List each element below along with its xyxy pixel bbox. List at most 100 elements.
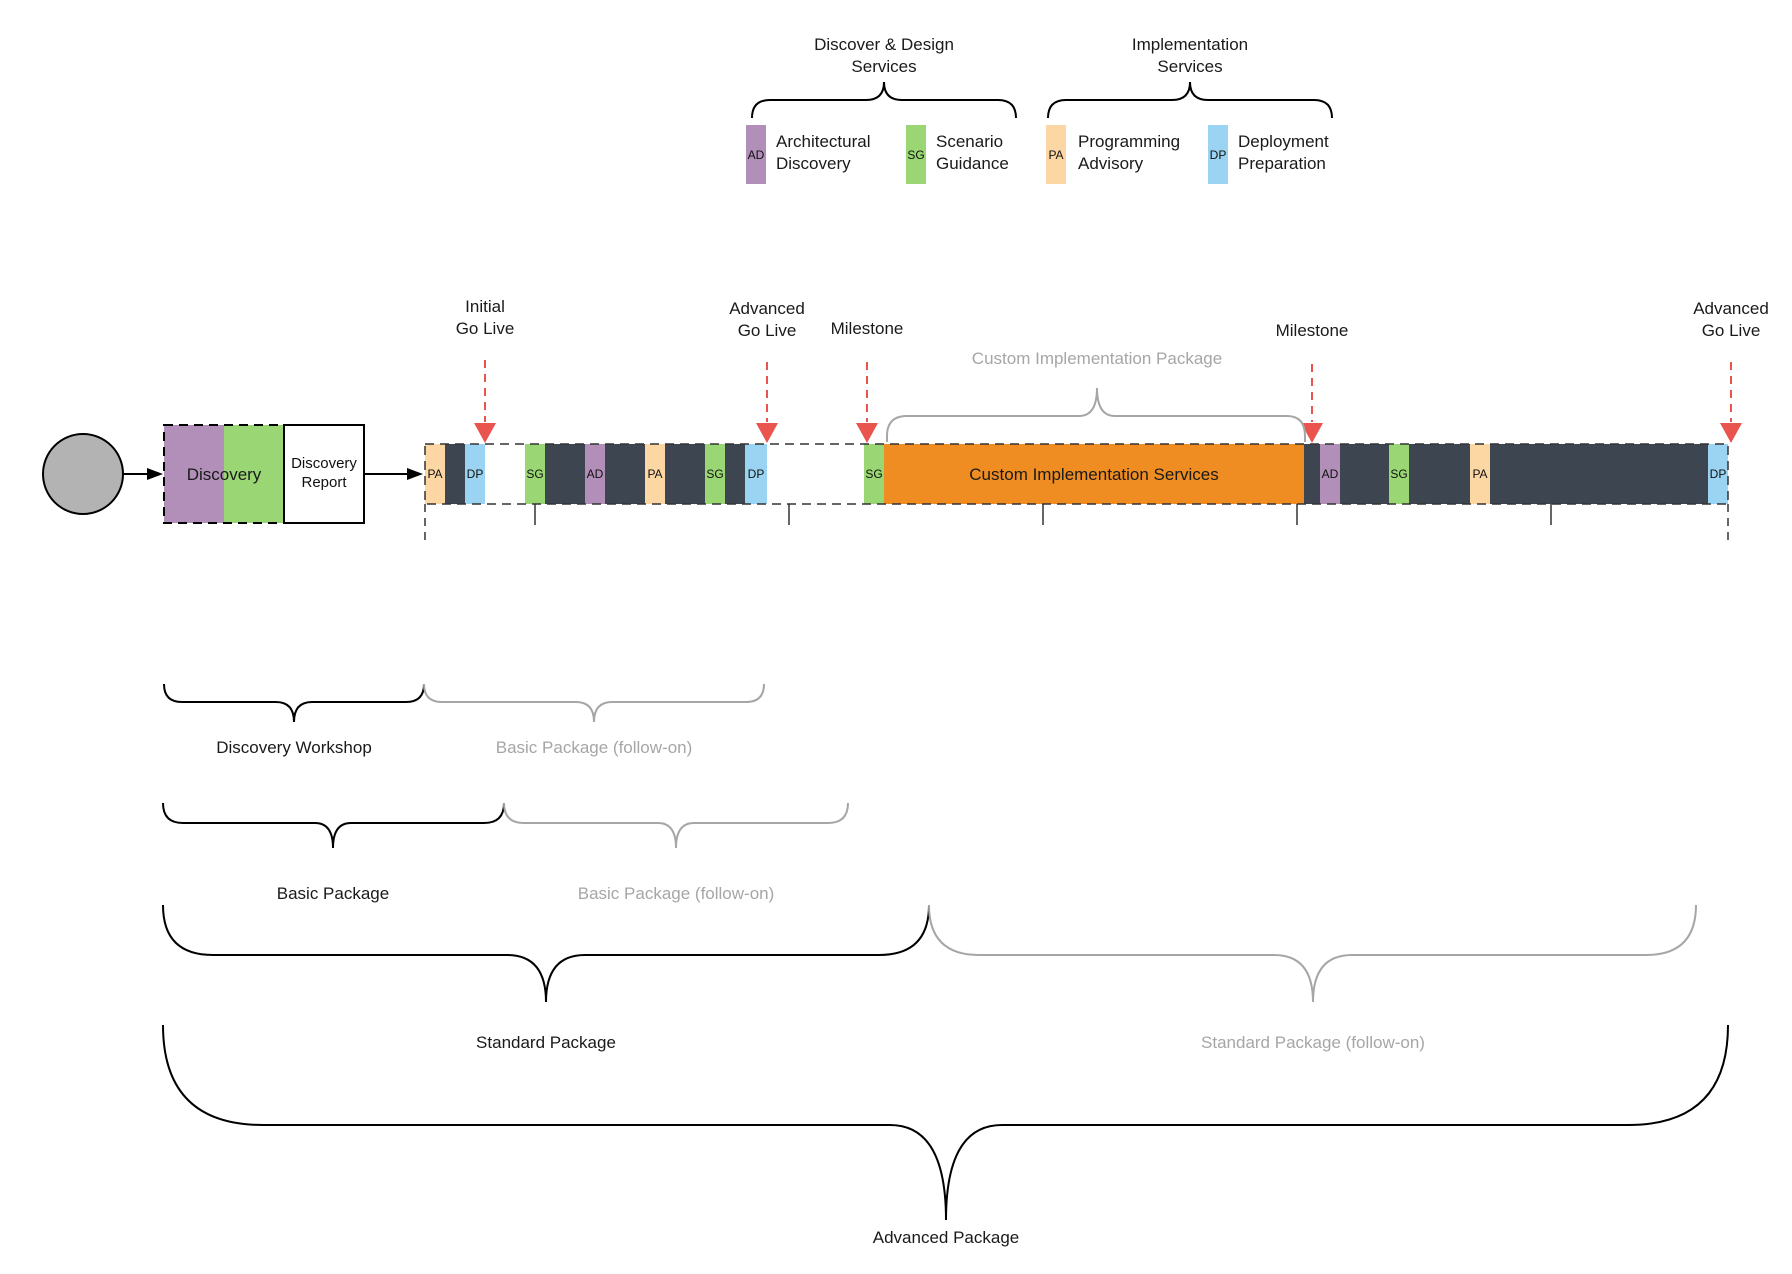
timeline-segment-code: SG — [1390, 467, 1407, 481]
milestone-2: Milestone — [1276, 321, 1349, 443]
milestone-label-line1: Milestone — [831, 319, 904, 338]
timeline-segment-pa: PA — [1470, 444, 1490, 504]
legend-brace-implementation — [1047, 81, 1333, 119]
brace-advanced-package — [162, 1024, 1729, 1221]
legend-brace-discover — [751, 81, 1017, 119]
timeline-dark-fill — [545, 444, 585, 504]
package-discovery-workshop: Discovery Workshop — [163, 683, 425, 757]
milestone-label-line1: Advanced — [729, 299, 805, 318]
brace-standard-follow-on — [928, 904, 1697, 1003]
brace-basic-follow-on-2 — [503, 802, 849, 849]
legend-label-dp-line2: Preparation — [1238, 154, 1326, 173]
custom-implementation-services-block: Custom Implementation Services — [884, 444, 1304, 504]
timeline-segment-sg: SG — [705, 444, 725, 504]
legend: Discover & Design Services Implementatio… — [746, 35, 1333, 184]
timeline-segment-sg: SG — [1389, 444, 1409, 504]
legend-label-sg-line2: Guidance — [936, 154, 1009, 173]
package-basic-follow-on-2: Basic Package (follow-on) — [503, 802, 849, 903]
milestone-advanced-go-live: Advanced Go Live — [729, 299, 805, 443]
label-discovery-workshop: Discovery Workshop — [216, 738, 372, 757]
package-advanced: Advanced Package — [162, 1024, 1729, 1247]
brace-discovery-workshop — [163, 683, 425, 723]
timeline-segment-ad: AD — [1320, 444, 1340, 504]
custom-implementation-package-label: Custom Implementation Package — [972, 349, 1222, 368]
package-basic: Basic Package — [162, 802, 505, 903]
legend-item-architectural-discovery: AD Architectural Discovery — [746, 125, 870, 184]
legend-label-pa-line2: Advisory — [1078, 154, 1144, 173]
custom-implementation-package: Custom Implementation Package — [886, 349, 1306, 442]
timeline-dark-fill — [445, 444, 465, 504]
timeline-segment-ad: AD — [585, 444, 605, 504]
timeline-bar: PA DP SG AD PA SG DP SG — [424, 443, 1729, 505]
legend-swatch-dp — [1208, 125, 1228, 184]
discovery-block: Discovery Discovery Report — [163, 424, 365, 524]
label-standard-follow-on: Standard Package (follow-on) — [1201, 1033, 1425, 1052]
legend-item-programming-advisory: PA Programming Advisory — [1046, 125, 1180, 184]
timeline-segment-dp: DP — [1708, 444, 1728, 504]
milestone-label-line2: Go Live — [738, 321, 797, 340]
arrow-report-to-timeline — [364, 468, 423, 480]
custom-implementation-package-brace — [886, 387, 1306, 442]
milestone-arrow — [856, 423, 878, 443]
timeline-segment-sg: SG — [525, 444, 545, 504]
start-node — [42, 433, 124, 515]
legend-code-pa: PA — [1048, 148, 1063, 162]
legend-label-dp-line1: Deployment — [1238, 132, 1329, 151]
legend-code-ad: AD — [748, 148, 765, 162]
timeline-segment-code: AD — [587, 467, 604, 481]
package-basic-follow-on-1: Basic Package (follow-on) — [423, 683, 765, 757]
legend-label-ad-line2: Discovery — [776, 154, 851, 173]
timeline-segment-code: SG — [526, 467, 543, 481]
milestone-advanced-go-live-end: Advanced Go Live — [1693, 299, 1769, 443]
legend-item-deployment-preparation: DP Deployment Preparation — [1208, 125, 1329, 184]
timeline-dark-fill — [605, 444, 645, 504]
timeline-dark-fill — [725, 444, 745, 504]
brace-basic-follow-on-1 — [423, 683, 765, 723]
legend-swatch-pa — [1046, 125, 1066, 184]
label-basic-follow-on-1: Basic Package (follow-on) — [496, 738, 693, 757]
legend-label-sg-line1: Scenario — [936, 132, 1003, 151]
timeline-dark-fill — [665, 444, 705, 504]
brace-standard-package — [162, 904, 930, 1003]
label-basic-package: Basic Package — [277, 884, 389, 903]
timeline-dark-fill — [1304, 444, 1722, 504]
timeline-segment-code: DP — [467, 467, 484, 481]
label-advanced-package: Advanced Package — [873, 1228, 1020, 1247]
timeline-segment-pa: PA — [425, 444, 445, 504]
timeline-segment-code: DP — [748, 467, 765, 481]
timeline-segment-pa: PA — [645, 444, 665, 504]
milestone-1: Milestone — [831, 319, 904, 443]
legend-code-sg: SG — [907, 148, 924, 162]
discovery-report-line1: Discovery — [291, 455, 357, 472]
timeline-segment-code: PA — [647, 467, 662, 481]
milestone-arrow — [756, 423, 778, 443]
timeline-segment-code: SG — [706, 467, 723, 481]
timeline-segment-dp: DP — [745, 444, 767, 504]
timeline-segment-code: DP — [1710, 467, 1727, 481]
brace-basic-package — [162, 802, 505, 849]
package-standard-follow-on: Standard Package (follow-on) — [928, 904, 1697, 1052]
legend-item-scenario-guidance: SG Scenario Guidance — [906, 125, 1009, 184]
legend-group-implementation-title-line1: Implementation — [1132, 35, 1248, 54]
legend-label-pa-line1: Programming — [1078, 132, 1180, 151]
timeline-segment-code: AD — [1322, 467, 1339, 481]
legend-group-discover-title-line2: Services — [851, 57, 916, 76]
milestone-arrow — [1720, 423, 1742, 443]
timeline-segment-sg: SG — [864, 444, 884, 504]
legend-label-ad-line1: Architectural — [776, 132, 870, 151]
discovery-report-line2: Report — [301, 474, 347, 491]
package-standard: Standard Package — [162, 904, 930, 1052]
milestone-label-line2: Go Live — [456, 319, 515, 338]
label-basic-follow-on-2: Basic Package (follow-on) — [578, 884, 775, 903]
timeline-ticks — [424, 504, 1729, 545]
timeline-segment-code: SG — [865, 467, 882, 481]
timeline-segment-code: PA — [427, 467, 442, 481]
milestone-arrow — [1301, 423, 1323, 443]
milestone-label-line1: Milestone — [1276, 321, 1349, 340]
milestone-label-line2: Go Live — [1702, 321, 1761, 340]
custom-implementation-services-label: Custom Implementation Services — [969, 465, 1218, 484]
milestone-arrow — [474, 423, 496, 443]
legend-swatch-ad — [746, 125, 766, 184]
timeline-segment-dp: DP — [465, 444, 485, 504]
